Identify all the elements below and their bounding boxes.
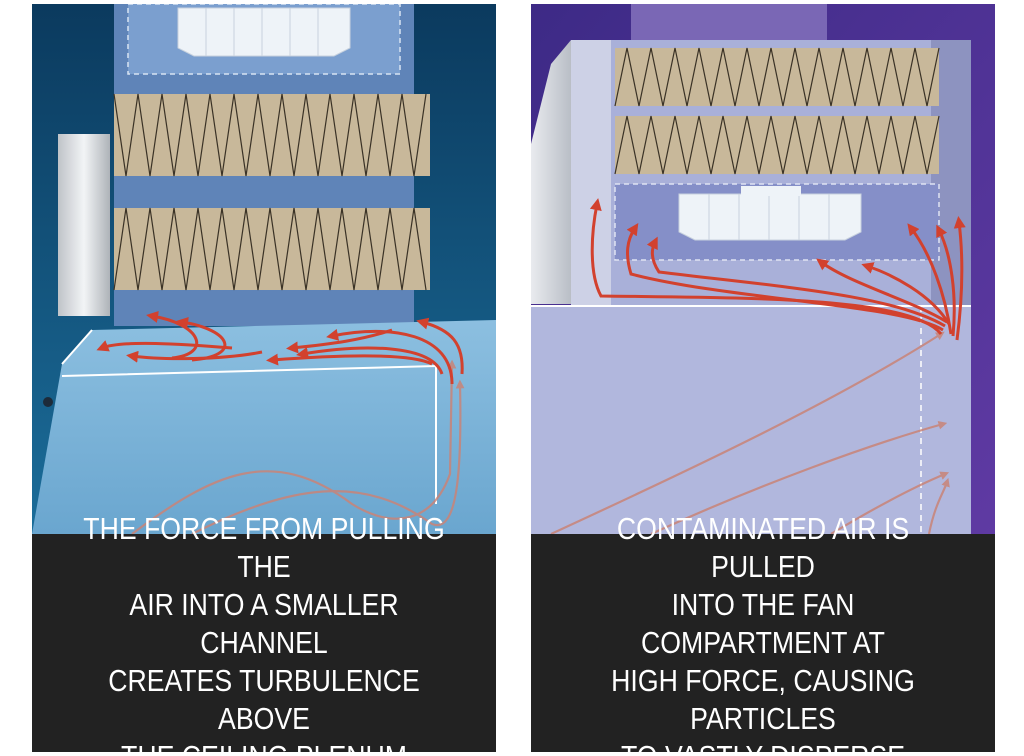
panel-left: THE FORCE FROM PULLING THE AIR INTO A SM… xyxy=(32,4,496,752)
caption-right: CONTAMINATED AIR IS PULLED INTO THE FAN … xyxy=(531,511,995,752)
airflow-arrow-icon xyxy=(550,331,950,534)
work-zone xyxy=(531,306,971,534)
hepa-filter-icon xyxy=(113,207,430,291)
front-sash xyxy=(531,40,571,304)
hepa-filter-icon xyxy=(614,115,940,175)
airflow-arrow-icon xyxy=(131,359,465,534)
caption-text: CONTAMINATED AIR IS PULLED INTO THE FAN … xyxy=(611,511,915,752)
work-surface xyxy=(32,320,496,534)
airflow-arrow-icon xyxy=(96,311,464,385)
exhaust-duct xyxy=(631,4,827,40)
side-sash xyxy=(58,134,110,316)
airflow-arrow-icon xyxy=(589,198,966,341)
cabinet-diagram-left xyxy=(32,4,496,534)
fan-housing-icon xyxy=(177,7,351,57)
caption-left: THE FORCE FROM PULLING THE AIR INTO A SM… xyxy=(32,511,496,752)
caption-text: THE FORCE FROM PULLING THE AIR INTO A SM… xyxy=(83,511,445,752)
panel-right: CONTAMINATED AIR IS PULLED INTO THE FAN … xyxy=(531,4,995,752)
hepa-filter-icon xyxy=(113,93,430,177)
fan-housing-icon xyxy=(678,193,862,241)
hepa-filter-icon xyxy=(614,47,940,107)
side-wall xyxy=(571,40,611,306)
cabinet-diagram-right xyxy=(531,4,995,534)
